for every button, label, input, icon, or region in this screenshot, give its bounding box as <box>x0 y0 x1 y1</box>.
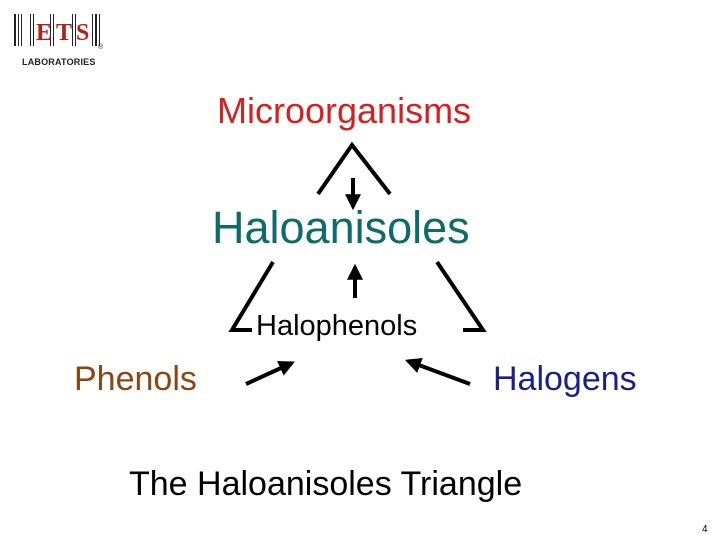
node-halophenols: Halophenols <box>256 310 418 342</box>
registered-mark: ® <box>98 44 104 51</box>
node-microorganisms: Microorganisms <box>217 90 472 131</box>
ets-logo: ETS ® LABORATORIES <box>14 8 114 70</box>
left-bracket-line <box>228 260 275 332</box>
right-bracket-line <box>435 260 487 332</box>
arrow-phenols-to-halophenols <box>245 361 295 386</box>
page-number: 4 <box>702 524 708 535</box>
logo-subtitle: LABORATORIES <box>22 57 96 67</box>
arrow-halogens-to-halophenols <box>404 357 471 386</box>
node-halogens: Halogens <box>493 360 637 398</box>
node-haloanisoles: Haloanisoles <box>212 202 470 253</box>
logo-letters: ETS <box>36 20 94 46</box>
logo-bars-graphic <box>14 14 100 46</box>
node-phenols: Phenols <box>74 360 197 398</box>
top-peak-line <box>316 141 392 196</box>
diagram-caption: The Haloanisoles Triangle <box>129 465 523 503</box>
